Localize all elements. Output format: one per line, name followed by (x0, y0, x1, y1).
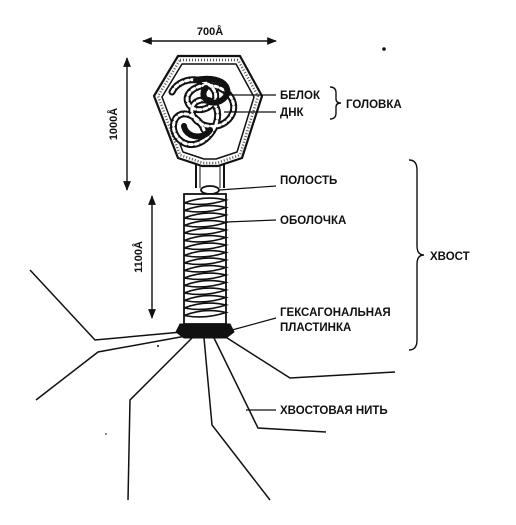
tail-fiber-4 (203, 337, 271, 501)
dna-coil (168, 75, 238, 149)
sheath-coil (183, 212, 229, 221)
tail-fiber-3 (127, 337, 193, 501)
sheath-label: ОБОЛОЧКА (280, 215, 346, 227)
cavity-label: ПОЛОСТЬ (280, 175, 337, 187)
sheath-coil (183, 272, 229, 281)
sheath-coil (183, 234, 229, 243)
head-width-dimension: 700Å (142, 25, 277, 45)
baseplate-label-line1: ГЕКСАГОНАЛЬНАЯ (280, 307, 391, 319)
head-height-label: 1000Å (107, 108, 120, 140)
phage-neck (195, 164, 225, 188)
head-width-label: 700Å (197, 25, 223, 38)
tail-length-dimension: 1100Å (132, 195, 156, 319)
protein-label: БЕЛОК (280, 90, 321, 102)
sheath-coil (183, 249, 229, 258)
sheath-coil (183, 309, 229, 318)
sheath-coil (183, 204, 229, 213)
sheath-coil (183, 257, 229, 266)
head-height-dimension: 1000Å (107, 57, 131, 191)
sheath-coil (183, 264, 229, 273)
tail-fiber-label: ХВОСТОВАЯ НИТЬ (280, 405, 388, 417)
sheath-coil (183, 279, 229, 288)
head-brace (329, 86, 342, 120)
tail-fiber-6 (223, 335, 396, 379)
tail-cavity (200, 185, 220, 195)
tail-fiber-1 (29, 269, 183, 341)
sheath-coil (183, 242, 229, 251)
tail-label: ХВОСТ (430, 251, 470, 263)
tail-brace (408, 159, 425, 351)
tail-fiber-2 (35, 335, 187, 401)
sheath-coil (183, 219, 229, 228)
tail-fiber-5 (213, 337, 327, 433)
sheath-coil (183, 197, 229, 206)
tail-length-label: 1100Å (132, 241, 145, 273)
leader-lines (218, 94, 277, 411)
sheath-coil (183, 287, 229, 296)
baseplate-label-line2: ПЛАСТИНКА (280, 322, 351, 334)
tail-fibers (29, 269, 396, 501)
sheath-coil (183, 294, 229, 303)
tail-sheath (183, 193, 229, 325)
head-label: ГОЛОВКА (346, 99, 402, 111)
sheath-coil (183, 227, 229, 236)
dna-label: ДНК (280, 107, 304, 119)
sheath-coil (183, 302, 229, 311)
